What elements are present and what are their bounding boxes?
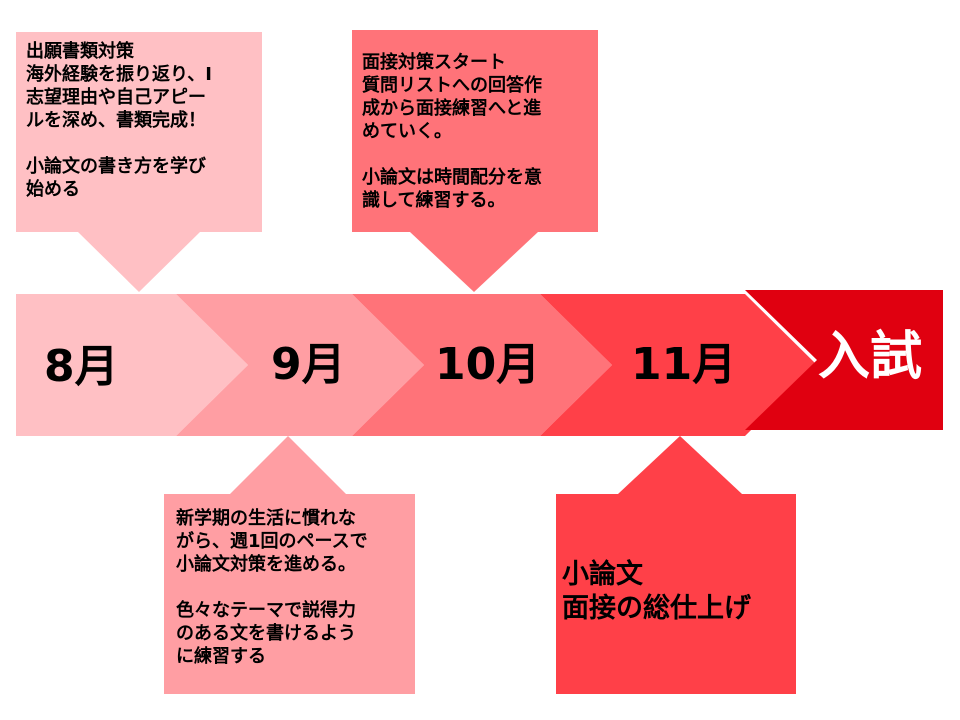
callout-august: [16, 32, 262, 292]
callout-november: [556, 436, 796, 694]
callout-october: [352, 30, 598, 292]
stage-label-september: 9月: [271, 339, 346, 390]
stage-label-october: 10月: [435, 339, 541, 390]
stage-arrow-november: [540, 294, 817, 436]
callout-text-november: 小論文 面接の総仕上げ: [562, 559, 751, 624]
callout-text-august: 出願書類対策 海外経験を振り返り、I 志望理由や自己アピー ルを深め、書類完成！…: [26, 41, 212, 200]
callout-september: [164, 436, 415, 694]
stage-arrow-september: [176, 294, 424, 436]
stage-label-november: 11月: [631, 339, 737, 390]
stage-label-august: 8月: [44, 341, 119, 392]
stage-arrow-october: [352, 294, 612, 436]
callout-text-october: 面接対策スタート 質問リストへの回答作 成から面接練習へと進 めていく。 小論文…: [362, 52, 542, 211]
callout-text-september: 新学期の生活に慣れな がら、週1回のペースで 小論文対策を進める。 色々なテーマ…: [176, 508, 368, 667]
stage-label-exam: 入試: [818, 327, 923, 387]
stage-arrow-exam: [745, 290, 943, 430]
stage-arrow-august: [16, 294, 248, 436]
